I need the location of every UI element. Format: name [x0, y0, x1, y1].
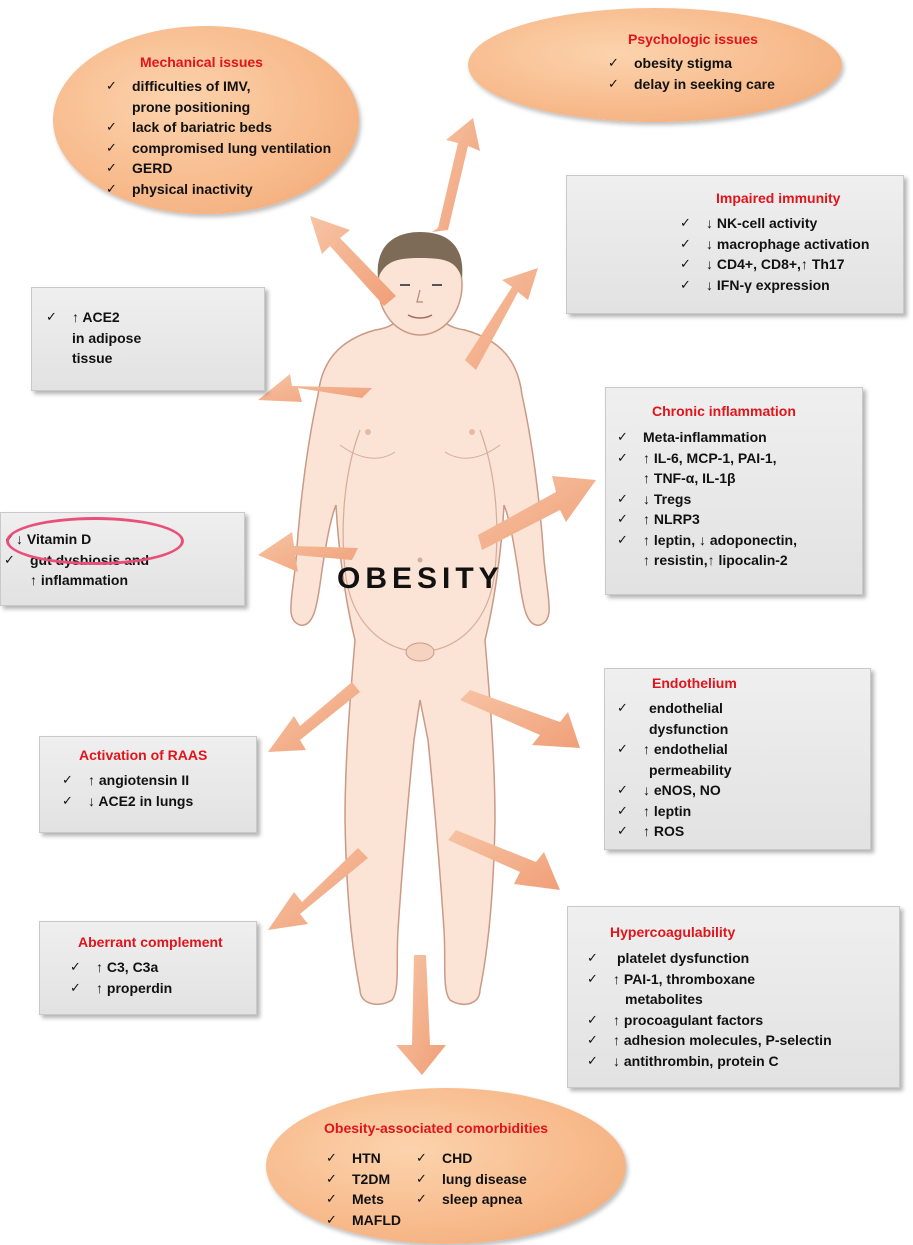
list-item: delay in seeking care — [606, 74, 775, 95]
list-item: ↓ IFN-γ expression — [678, 275, 869, 296]
list-item: endothelial — [615, 698, 731, 719]
list-item: ↓ Tregs — [615, 489, 797, 510]
list-item: ↓ antithrombin, protein C — [585, 1051, 832, 1072]
list-item: Meta-inflammation — [615, 427, 797, 448]
vitamin-d-highlight-circle — [6, 517, 184, 565]
list-item: ↑ resistin,↑ lipocalin-2 — [643, 552, 788, 568]
list-item: obesity stigma — [606, 53, 775, 74]
psychologic-issues-list: obesity stigma delay in seeking care — [606, 53, 775, 94]
list-item: ↑ procoagulant factors — [585, 1010, 832, 1031]
list-item: ↓ eNOS, NO — [615, 780, 731, 801]
hypercoagulability-title: Hypercoagulability — [610, 924, 736, 940]
list-item: lack of bariatric beds — [104, 117, 331, 138]
list-item: ↑ adhesion molecules, P-selectin — [585, 1030, 832, 1051]
list-item: GERD — [104, 158, 331, 179]
mechanical-issues-list: difficulties of IMV, prone positioning l… — [104, 76, 331, 199]
list-item: ↑ properdin — [68, 978, 172, 999]
list-item: dysfunction — [649, 720, 729, 737]
list-item: ↑ ROS — [615, 821, 731, 842]
head-figure — [377, 232, 463, 336]
list-item: ↓ macrophage activation — [678, 234, 869, 255]
mechanical-issues-title: Mechanical issues — [140, 54, 263, 70]
list-item: in adipose — [72, 329, 142, 346]
list-item: ↑ IL-6, MCP-1, PAI-1, — [615, 448, 797, 469]
list-item: ↑ TNF-α, IL-1β — [643, 470, 736, 486]
list-item: ↑ endothelial — [615, 739, 731, 760]
endothelium-list: endothelial dysfunction ↑ endothelial pe… — [615, 698, 731, 842]
list-item: ↑ angiotensin II — [60, 770, 193, 791]
human-body-figure — [290, 309, 550, 1006]
list-item: physical inactivity — [104, 179, 331, 200]
comorbidities-list-left: HTN T2DM Mets MAFLD — [324, 1148, 401, 1230]
list-item: MAFLD — [324, 1210, 401, 1231]
list-item: ↓ ACE2 in lungs — [60, 791, 193, 812]
list-item: HTN — [324, 1148, 401, 1169]
list-item: ↑ NLRP3 — [615, 509, 797, 530]
obesity-label: OBESITY — [337, 562, 504, 595]
ace2-adipose-box — [31, 287, 265, 391]
list-item: ↑ ACE2 — [44, 307, 141, 328]
impaired-immunity-title: Impaired immunity — [716, 190, 841, 206]
comorbidities-list-right: CHD lung disease sleep apnea — [414, 1148, 527, 1210]
arrows — [258, 118, 596, 1075]
list-item: ↓ CD4+, CD8+,↑ Th17 — [678, 254, 869, 275]
list-item: ↑ inflammation — [30, 572, 129, 588]
list-item: lung disease — [414, 1169, 527, 1190]
chronic-inflammation-list: Meta-inflammation ↑ IL-6, MCP-1, PAI-1, … — [615, 427, 797, 571]
list-item: CHD — [414, 1148, 527, 1169]
list-item: T2DM — [324, 1169, 401, 1190]
list-item: prone positioning — [132, 98, 251, 115]
comorbidities-title: Obesity-associated comorbidities — [324, 1120, 549, 1136]
endothelium-title: Endothelium — [652, 675, 737, 691]
aberrant-complement-list: ↑ C3, C3a ↑ properdin — [68, 957, 172, 998]
list-item: compromised lung ventilation — [104, 138, 331, 159]
list-item: metabolites — [625, 991, 703, 1007]
list-item: ↑ C3, C3a — [68, 957, 172, 978]
hypercoagulability-list: platelet dysfunction ↑ PAI-1, thromboxan… — [585, 948, 832, 1071]
raas-title: Activation of RAAS — [79, 747, 208, 763]
list-item: tissue — [72, 350, 113, 366]
list-item: Mets — [324, 1189, 401, 1210]
aberrant-complement-title: Aberrant complement — [78, 934, 223, 950]
list-item: ↓ NK-cell activity — [678, 213, 869, 234]
list-item: permeability — [649, 761, 732, 778]
list-item: difficulties of IMV, — [104, 76, 331, 97]
list-item: ↑ leptin — [615, 801, 731, 822]
ace2-adipose-list: ↑ ACE2 in adipose tissue — [44, 307, 141, 369]
chronic-inflammation-title: Chronic inflammation — [652, 403, 796, 419]
list-item: ↑ leptin, ↓ adoponectin, — [615, 530, 797, 551]
impaired-immunity-list: ↓ NK-cell activity ↓ macrophage activati… — [678, 213, 869, 295]
psychologic-issues-title: Psychologic issues — [628, 31, 758, 47]
list-item: sleep apnea — [414, 1189, 527, 1210]
list-item: platelet dysfunction — [585, 948, 832, 969]
raas-list: ↑ angiotensin II ↓ ACE2 in lungs — [60, 770, 193, 811]
list-item: ↑ PAI-1, thromboxane — [585, 969, 832, 990]
